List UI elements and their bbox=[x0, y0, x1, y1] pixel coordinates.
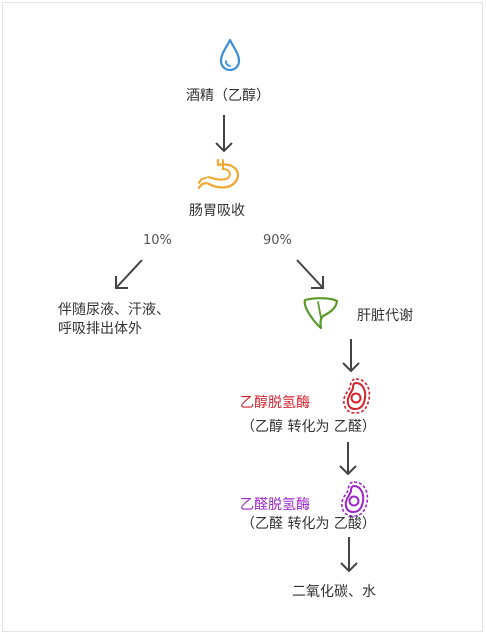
node-enzyme1-desc: （乙醇 转化为 乙醛） bbox=[241, 419, 376, 435]
arrow-alcohol-to-absorb bbox=[215, 115, 233, 153]
node-liver: 肝脏代谢 bbox=[357, 308, 413, 324]
enzyme-icon bbox=[341, 481, 369, 517]
excrete-line-2: 呼吸排出体外 bbox=[58, 321, 142, 337]
percent-right: 90% bbox=[263, 233, 292, 248]
node-enzyme1: 乙醇脱氢酶 bbox=[240, 395, 310, 411]
node-enzyme2: 乙醛脱氢酶 bbox=[240, 497, 310, 513]
percent-left: 10% bbox=[143, 233, 172, 248]
arrow-absorb-to-excrete bbox=[115, 259, 143, 289]
enzyme-icon bbox=[343, 378, 371, 414]
node-final: 二氧化碳、水 bbox=[292, 584, 376, 600]
excrete-line-1: 伴随尿液、汗液、 bbox=[58, 302, 170, 318]
node-alcohol: 酒精（乙醇） bbox=[186, 88, 270, 104]
liver-icon bbox=[303, 297, 339, 330]
diagram-frame bbox=[2, 2, 483, 632]
stomach-icon bbox=[197, 158, 240, 190]
arrow-liver-to-enzyme1 bbox=[342, 339, 360, 373]
arrow-absorb-to-liver bbox=[296, 259, 324, 289]
node-excrete: 伴随尿液、汗液、 呼吸排出体外 bbox=[58, 301, 170, 339]
arrow-enzyme1-to-enzyme2 bbox=[339, 442, 357, 476]
arrow-enzyme2-to-final bbox=[340, 537, 358, 573]
water-drop-icon bbox=[219, 38, 241, 72]
node-enzyme2-desc: （乙醛 转化为 乙酸） bbox=[241, 516, 376, 532]
node-absorb: 肠胃吸收 bbox=[189, 203, 245, 219]
